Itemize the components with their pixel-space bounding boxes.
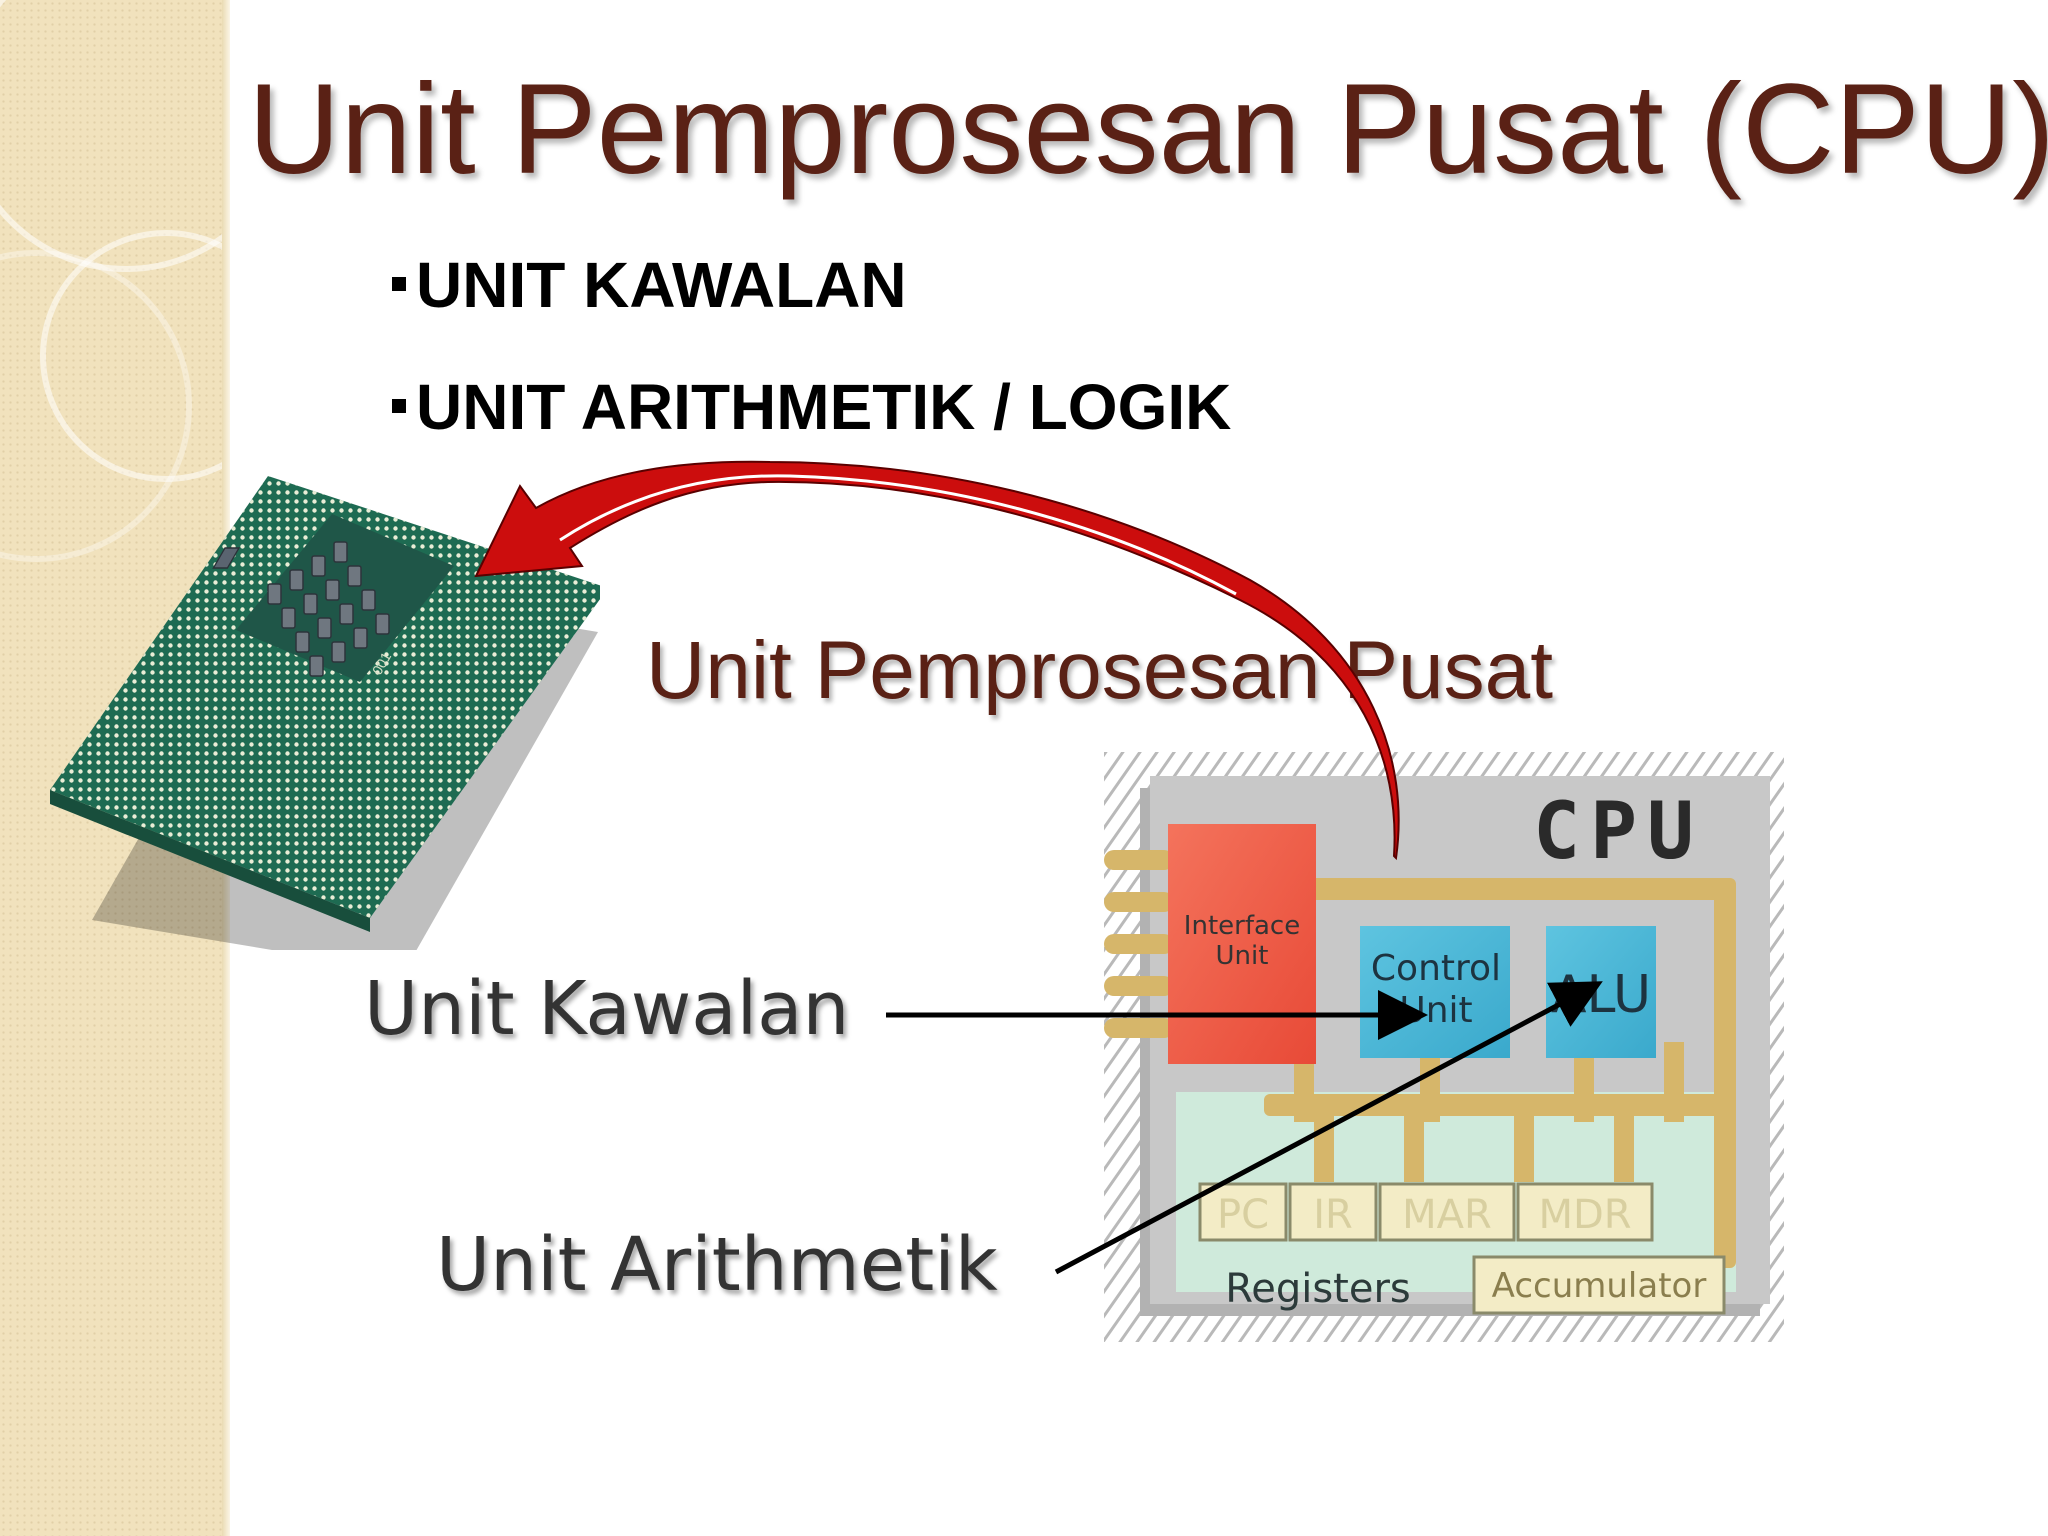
- unit-kawalan-label: Unit Kawalan: [364, 966, 850, 1052]
- register-label: MAR: [1402, 1192, 1492, 1238]
- registers-label: Registers: [1225, 1266, 1411, 1312]
- decorative-ring: [0, 0, 228, 272]
- bullet-list: UNIT KAWALAN UNIT ARITHMETIK / LOGIK: [392, 245, 1231, 489]
- cpu-heading: CPU: [1533, 787, 1704, 877]
- slide-title: Unit Pemprosesan Pusat (CPU): [248, 58, 2048, 201]
- register-boxes: PC IR MAR MDR: [1198, 1182, 1654, 1242]
- interface-unit-label: Interface: [1184, 911, 1300, 941]
- bullet-item: UNIT ARITHMETIK / LOGIK: [392, 367, 1231, 489]
- control-unit-label: Unit: [1399, 990, 1472, 1031]
- cpu-caption: Unit Pemprosesan Pusat: [646, 625, 1554, 716]
- unit-arithmetik-label: Unit Arithmetik: [436, 1222, 998, 1308]
- red-arrow-highlight: [559, 474, 1237, 596]
- alu-label: ALU: [1551, 965, 1651, 1025]
- register-label: MDR: [1538, 1192, 1631, 1238]
- cpu-block-diagram: Interface Unit Control Unit ALU CPU PC I…: [1104, 752, 1784, 1342]
- processor-chip-image: 001: [50, 476, 600, 950]
- accumulator-box: [1472, 1255, 1726, 1315]
- register-label: PC: [1217, 1192, 1269, 1238]
- bullet-item: UNIT KAWALAN: [392, 245, 1231, 367]
- accumulator-label: Accumulator: [1492, 1266, 1707, 1306]
- interface-unit-label: Unit: [1216, 941, 1269, 971]
- chip-pins: [50, 476, 600, 918]
- register-label: IR: [1313, 1192, 1353, 1238]
- chip-die-area: [236, 514, 454, 682]
- control-unit-label: Control: [1371, 948, 1501, 989]
- chip-capacitors: [267, 541, 390, 677]
